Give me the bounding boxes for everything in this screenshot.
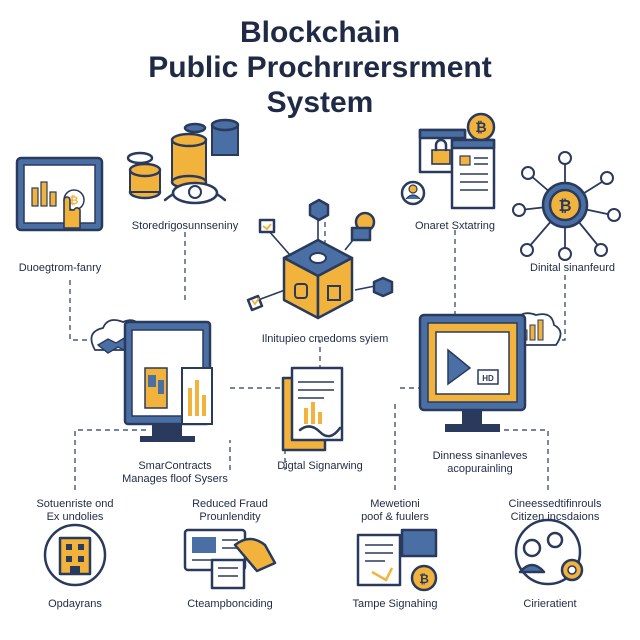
label-digital-asset: Dinital sinanfeurd <box>530 262 615 274</box>
label-smart-contracts: SmarContracts Manages floof Sysers <box>122 460 228 485</box>
label-tamper: Tampe Signahing <box>352 598 438 610</box>
label-operations: Opdayrans <box>48 598 102 610</box>
bitcoin-icon <box>548 188 582 222</box>
label-smart-sharing: Onaret Sxtatring <box>414 220 496 232</box>
svg-text:₿: ₿ <box>475 119 486 135</box>
cursor-hand-icon <box>63 196 81 229</box>
label-citizen: Cineessedtifinrouls Citizen incsdaions <box>508 498 602 523</box>
svg-text:₿: ₿ <box>70 195 79 207</box>
lock-icon <box>431 149 451 165</box>
business-monitor-icon: HD <box>418 313 527 432</box>
dashboard-monitor-icon: ₿ <box>15 156 104 232</box>
label-proof: Mewetioni poof & fuulers <box>361 498 429 523</box>
svg-text:₿: ₿ <box>419 572 429 586</box>
label-dashboard: Duoegtrom-fanry <box>18 262 102 274</box>
signature-document-icon <box>281 366 344 452</box>
label-signature: Digtal Signarwing <box>277 460 363 472</box>
smart-contracts-monitor-icon <box>123 320 213 442</box>
label-citizen-2: Cirieratient <box>523 598 577 610</box>
label-business: Dinness sinanleves acopurainling <box>432 450 528 475</box>
title-line-3: System <box>266 86 374 119</box>
label-supply: Sotuenriste ond Ex undolies <box>36 498 114 523</box>
label-compliance: Cteampbonciding <box>187 598 273 610</box>
svg-text:HD: HD <box>482 374 494 383</box>
coin-stack-icon <box>126 118 240 205</box>
title-line-2: Public Prochrırersrment <box>148 51 492 84</box>
compliance-screen-icon <box>183 528 277 590</box>
operations-building-icon <box>43 523 107 587</box>
title-line-1: Blockchain <box>239 16 401 49</box>
label-hub: Ilnitupieo cmedoms syiem <box>261 333 389 345</box>
tamper-signature-icon: ₿ <box>356 528 438 592</box>
label-storage: Storedrigosunnseniny <box>131 220 239 232</box>
citizen-gear-icon <box>514 518 584 586</box>
bitcoin-network-icon: ₿ <box>512 151 621 261</box>
label-fraud: Reduced Fraud Prounlendity <box>192 498 268 523</box>
smart-sharing-icon: ₿ <box>400 112 496 210</box>
blockchain-hub-icon <box>246 198 394 320</box>
person-icon <box>522 538 542 558</box>
svg-text:₿: ₿ <box>558 197 571 215</box>
